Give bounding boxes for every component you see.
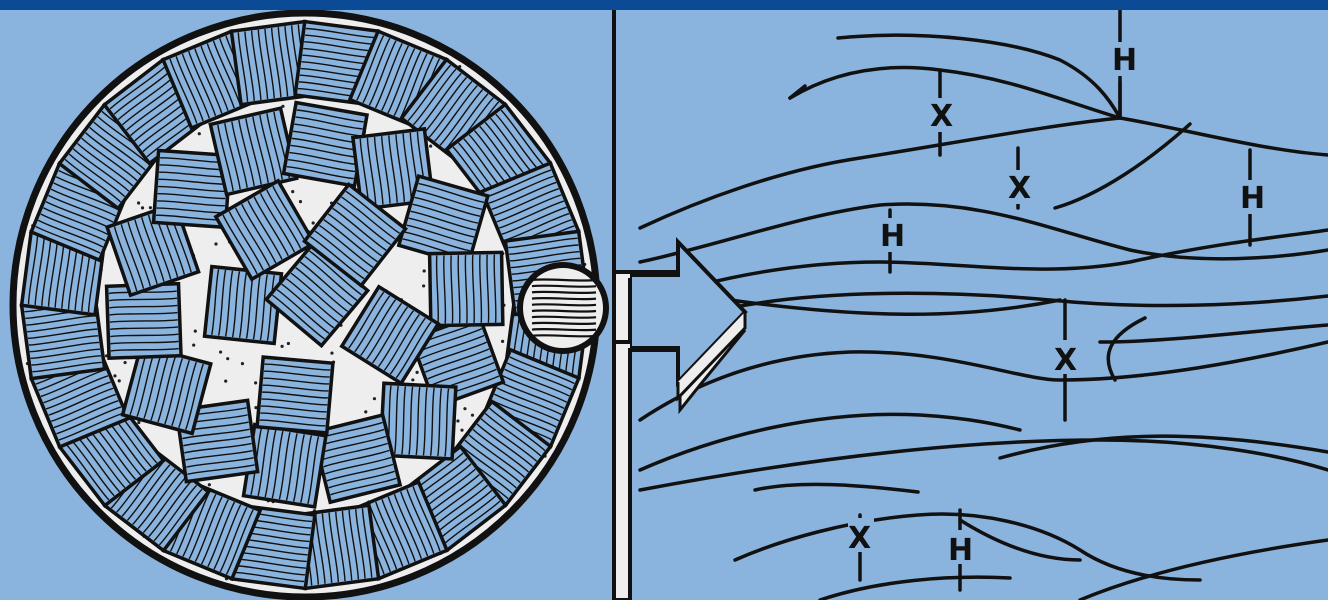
fiber-lines bbox=[640, 10, 1328, 600]
magnified-fibers-panel: H X X H H X X H bbox=[630, 10, 1328, 600]
fiber-blocks bbox=[22, 22, 589, 589]
label-h-right: H bbox=[1240, 181, 1265, 216]
fiber-block bbox=[205, 267, 282, 344]
label-h-bottom: H bbox=[948, 533, 973, 568]
fiber-bundle-diagram: H X X H H X X H bbox=[0, 10, 1328, 600]
bundle-cross-section bbox=[13, 13, 606, 597]
fiber-block bbox=[430, 252, 503, 325]
label-h-top: H bbox=[1112, 43, 1137, 78]
divider-lower bbox=[614, 342, 678, 600]
label-x-lower: X bbox=[1054, 343, 1077, 378]
label-x-upper: X bbox=[930, 99, 953, 134]
fiber-block bbox=[107, 284, 181, 358]
magnify-arrow bbox=[630, 242, 745, 410]
magnified-fiber-circle bbox=[520, 265, 606, 351]
label-x-bottom: X bbox=[848, 521, 871, 556]
label-h-left: H bbox=[880, 219, 905, 254]
label-x-middle: X bbox=[1008, 171, 1031, 206]
fiber-block bbox=[257, 357, 333, 433]
fiber-block bbox=[210, 108, 296, 194]
top-bar bbox=[0, 0, 1328, 10]
